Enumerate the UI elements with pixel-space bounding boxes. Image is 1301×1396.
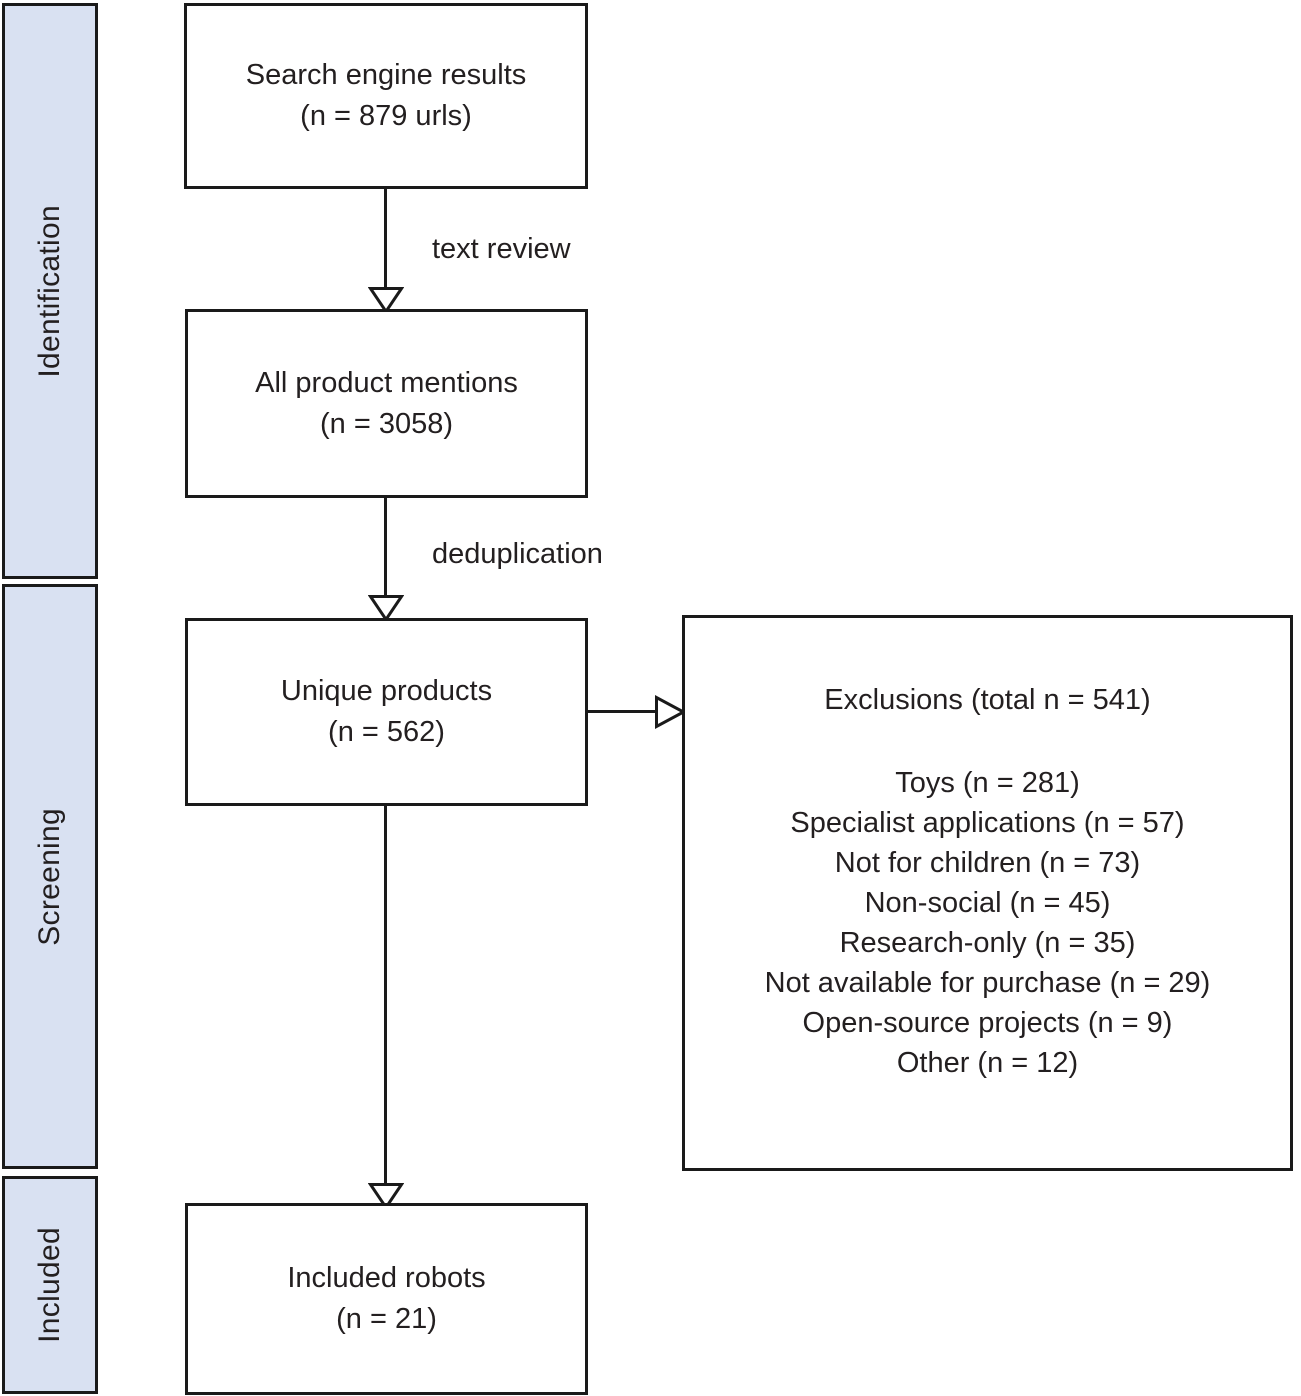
stage-bar-screening: Screening [2, 584, 98, 1169]
exclusion-item: Not for children (n = 73) [834, 847, 1141, 879]
connector-mentions-to-unique [384, 498, 387, 598]
edge-label-deduplication: deduplication [432, 538, 603, 570]
stage-label-screening: Screening [33, 807, 66, 946]
exclusion-item: Open-source projects (n = 9) [802, 1007, 1173, 1039]
node-exclusions: Exclusions (total n = 541) Toys (n = 281… [682, 615, 1293, 1171]
arrowhead-down-icon [367, 594, 405, 623]
arrowhead-right-icon [654, 694, 687, 730]
edge-label-text-review: text review [432, 233, 571, 265]
exclusion-item: Specialist applications (n = 57) [790, 807, 1185, 839]
exclusions-title: Exclusions (total n = 541) [824, 684, 1151, 716]
stage-bar-included: Included [2, 1176, 98, 1394]
exclusion-item: Research-only (n = 35) [839, 927, 1136, 959]
connector-unique-to-included [384, 806, 387, 1188]
node-search-engine-results-count: (n = 879 urls) [300, 100, 472, 132]
stage-label-identification: Identification [33, 204, 66, 378]
node-unique-products-count: (n = 562) [328, 716, 445, 748]
stage-bar-identification: Identification [2, 3, 98, 579]
node-included-robots: Included robots (n = 21) [185, 1203, 588, 1395]
node-unique-products: Unique products (n = 562) [185, 618, 588, 806]
connector-search-to-mentions [384, 189, 387, 290]
connector-unique-to-exclusions [588, 710, 660, 713]
stage-label-included: Included [33, 1227, 66, 1343]
node-all-product-mentions-count: (n = 3058) [319, 407, 453, 440]
exclusion-item: Not available for purchase (n = 29) [764, 967, 1211, 999]
node-included-robots-title: Included robots [287, 1262, 486, 1294]
node-search-engine-results: Search engine results (n = 879 urls) [184, 3, 588, 189]
node-search-engine-results-title: Search engine results [245, 59, 527, 91]
arrowhead-down-icon [367, 286, 405, 315]
exclusion-item: Non-social (n = 45) [864, 887, 1111, 919]
node-unique-products-title: Unique products [280, 675, 493, 707]
exclusions-list: Toys (n = 281) Specialist applications (… [685, 763, 1290, 1083]
exclusion-item: Other (n = 12) [896, 1047, 1079, 1079]
node-included-robots-count: (n = 21) [336, 1303, 437, 1335]
node-all-product-mentions-title: All product mentions [255, 366, 518, 399]
arrowhead-down-icon [367, 1182, 405, 1211]
node-all-product-mentions: All product mentions (n = 3058) [185, 309, 588, 498]
exclusion-item: Toys (n = 281) [895, 767, 1080, 799]
